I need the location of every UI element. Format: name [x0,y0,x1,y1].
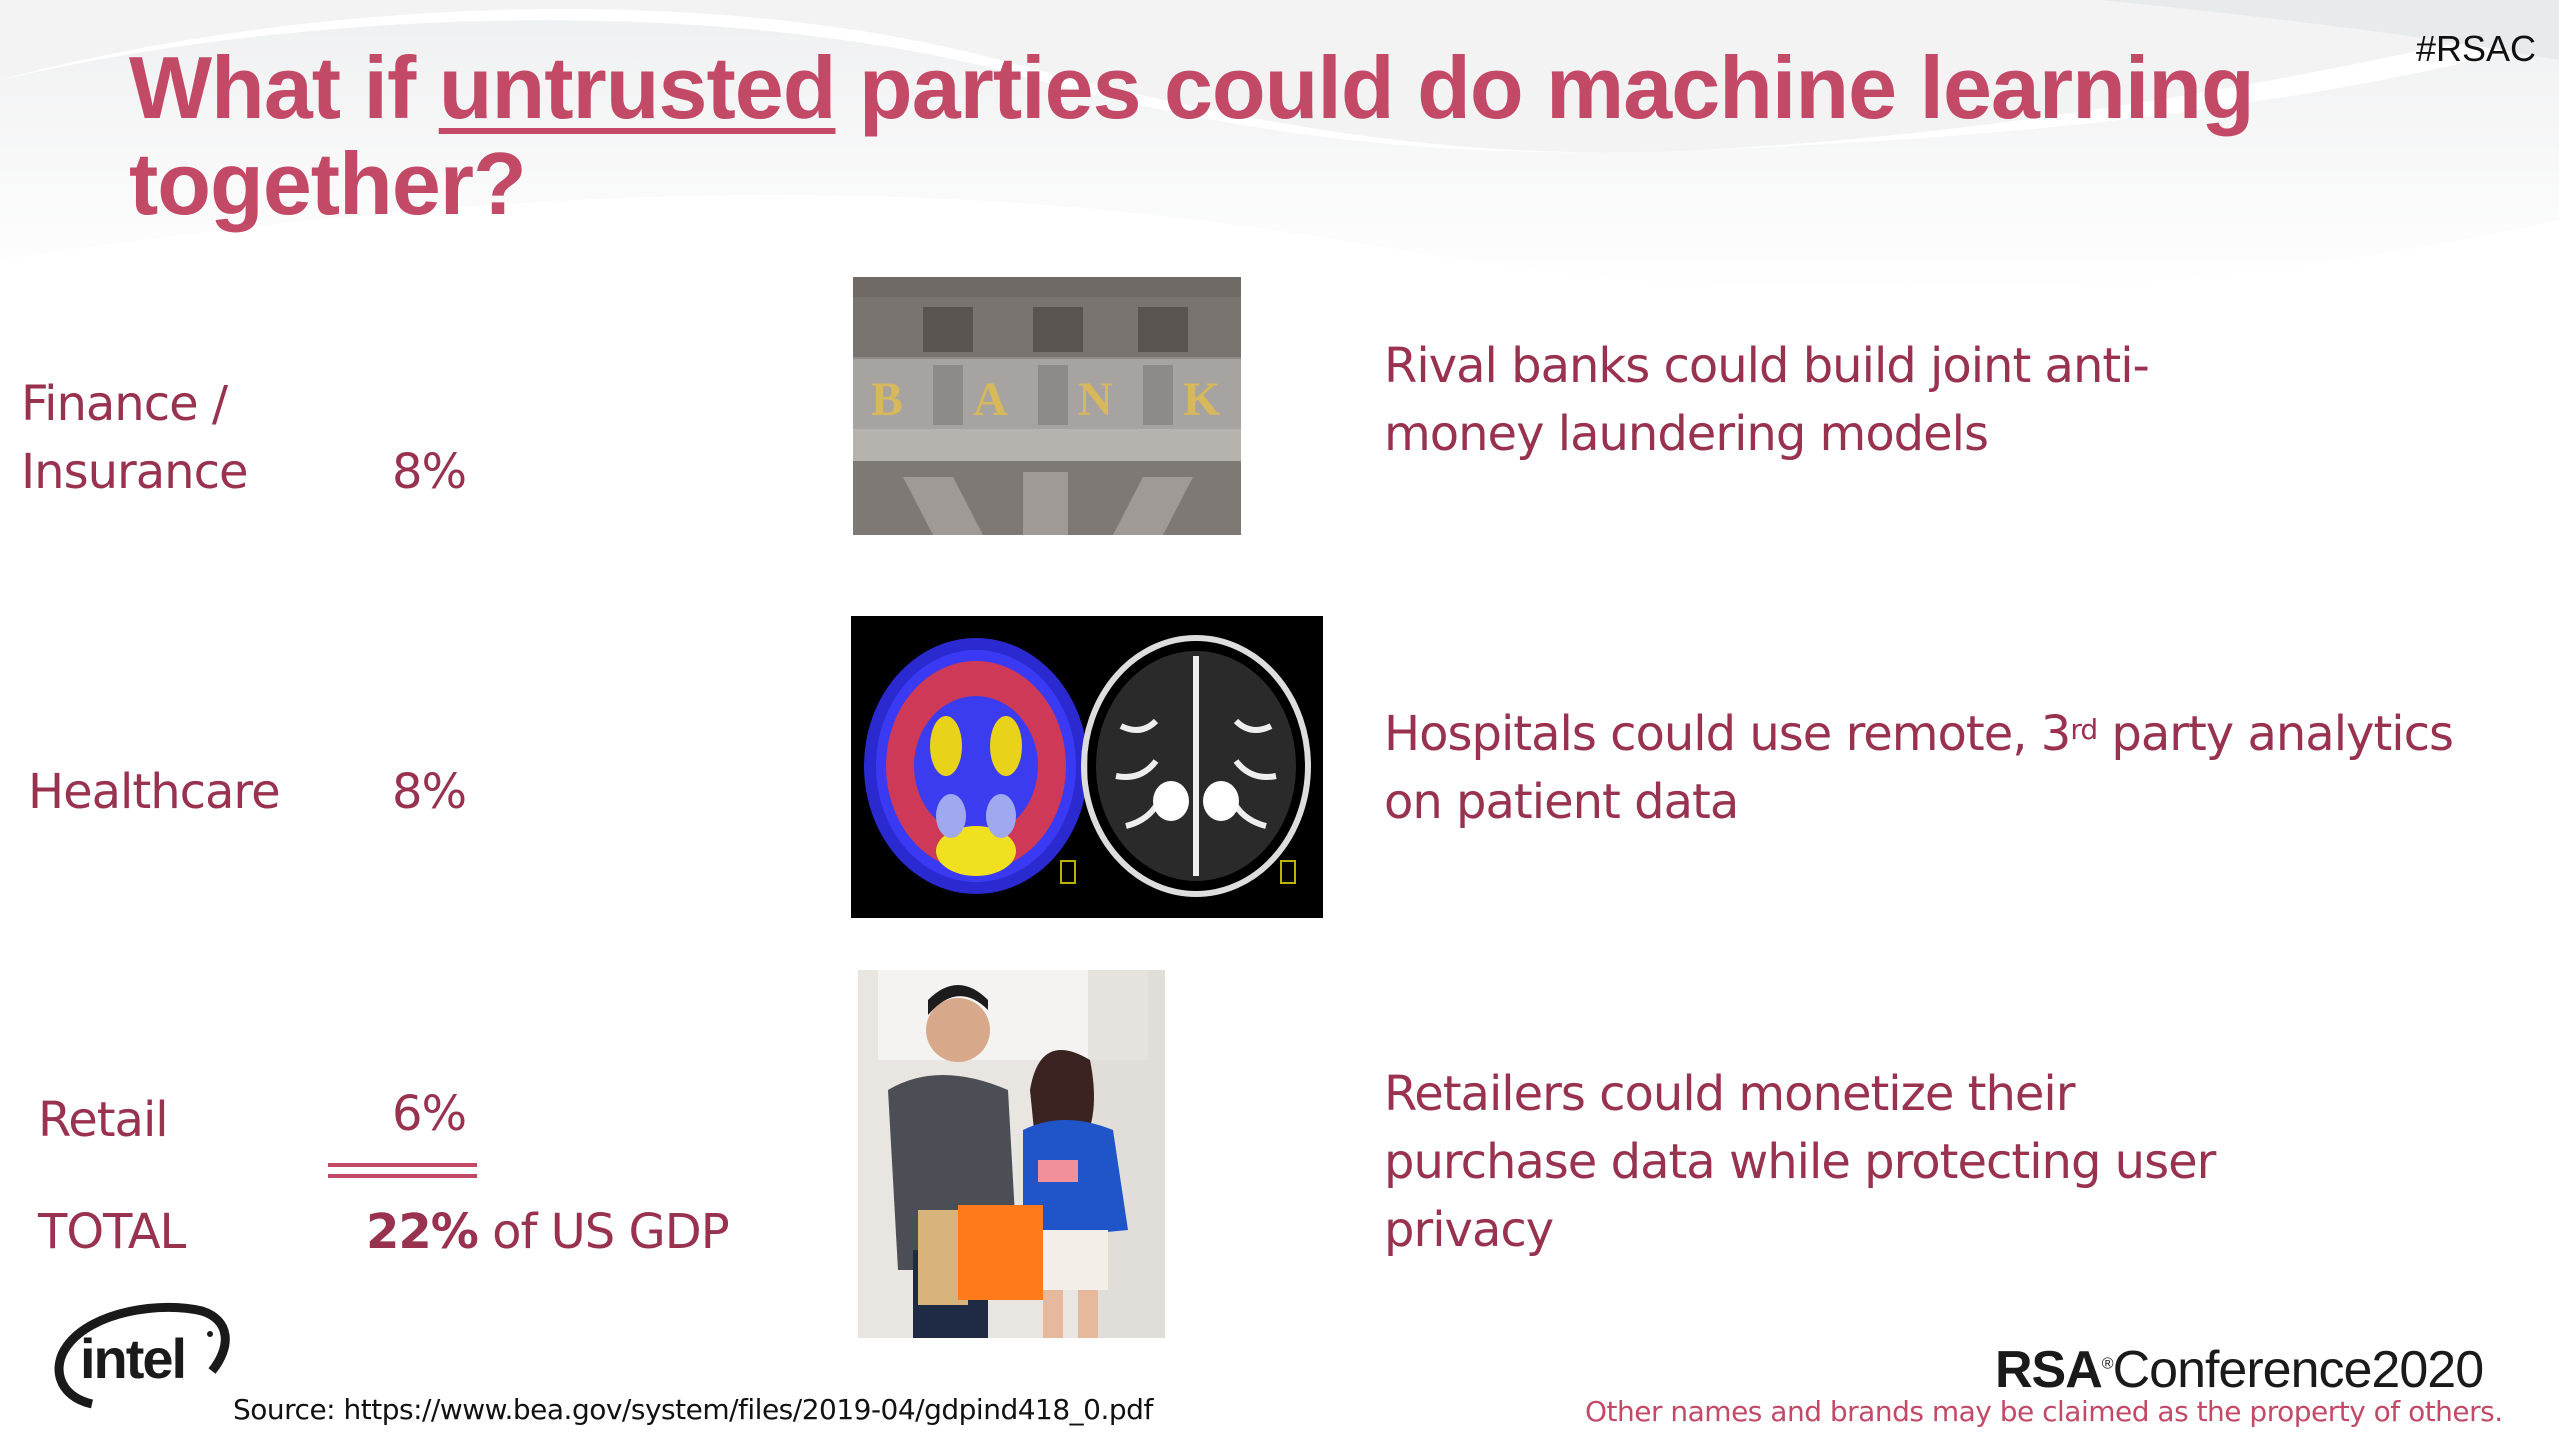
sector-label-healthcare: Healthcare [28,764,281,820]
rsa-conference-logo: RSA®Conference2020 [1995,1340,2485,1400]
brain-scan-image [851,616,1323,918]
description-text: party analytics [2097,706,2454,762]
description-line: Rival banks could build joint anti- [1384,338,2150,394]
gdp-share-retail: 6% [392,1086,467,1142]
title-suffix: parties could do machine learning togeth… [129,38,2255,233]
svg-text:K: K [1183,373,1220,426]
sector-label-line: Insurance [21,444,248,500]
brand-rsa: RSA [1995,1341,2103,1399]
brand-conference: Conference2020 [2112,1341,2485,1399]
description-line: privacy [1384,1202,1554,1258]
intel-logo: intel [52,1296,232,1414]
description-line: Retailers could monetize their [1384,1066,2075,1122]
legal-disclaimer: Other names and brands may be claimed as… [1585,1395,2503,1428]
total-value: 22% of US GDP [366,1198,730,1266]
svg-text:N: N [1078,373,1113,426]
registered-mark: ® [2101,1355,2114,1373]
svg-text:B: B [871,373,903,426]
title-underlined-word: untrusted [438,38,837,137]
gdp-share-healthcare: 8% [392,764,467,820]
total-suffix: of US GDP [477,1204,729,1260]
ordinal-superscript: rd [2070,713,2098,746]
total-double-underline-bottom [328,1174,477,1178]
description-retail: Retailers could monetize their purchase … [1384,1060,2534,1264]
svg-text:intel: intel [80,1327,185,1390]
intel-logo-icon: intel [54,1302,230,1409]
description-text: Hospitals could use remote, 3 [1384,706,2071,762]
rsac-hashtag: #RSAC [2416,28,2537,69]
total-label: TOTAL [38,1204,186,1260]
description-healthcare: Hospitals could use remote, 3rd party an… [1384,700,2534,836]
sector-label-retail: Retail [38,1092,169,1148]
brain-scan-icon [851,616,1323,918]
title-prefix: What if [129,38,439,137]
sector-label-line: Finance / [21,376,228,432]
svg-text:A: A [973,373,1008,426]
total-double-underline-top [328,1163,477,1167]
slide-title: What if untrusted parties could do machi… [129,40,2329,232]
description-finance: Rival banks could build joint anti- mone… [1384,332,2534,468]
gdp-share-finance: 8% [392,444,467,500]
shoppers-with-bags-icon [858,970,1165,1338]
shoppers-image [858,970,1165,1338]
description-line: on patient data [1384,774,1739,830]
description-line: purchase data while protecting user [1384,1134,2216,1190]
sector-label-finance: Finance / Insurance [21,370,248,506]
description-line: Hospitals could use remote, 3rd party an… [1384,700,2534,768]
total-percent: 22% [366,1204,479,1260]
source-citation: Source: https://www.bea.gov/system/files… [233,1393,1153,1426]
description-line: money laundering models [1384,406,1989,462]
